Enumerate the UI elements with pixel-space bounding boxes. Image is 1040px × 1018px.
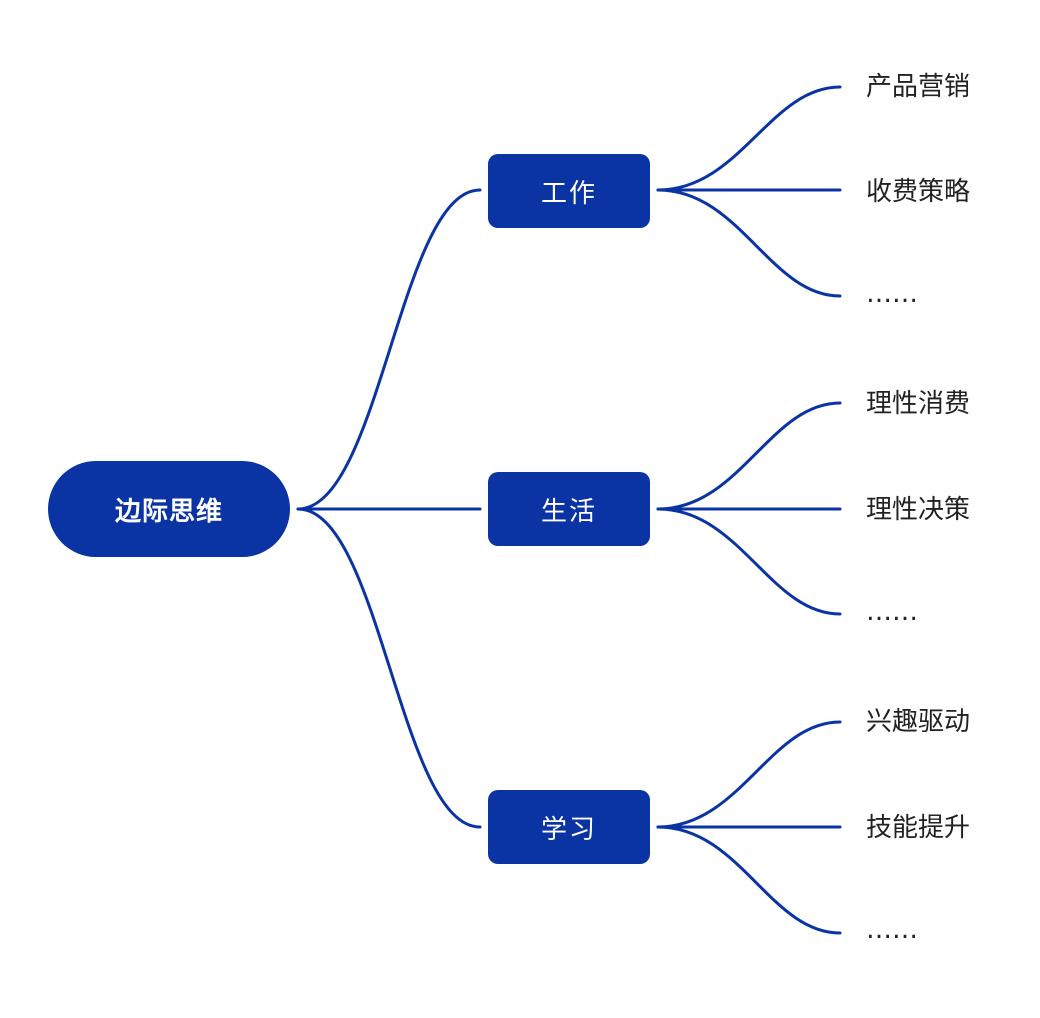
leaf-node[interactable]: …… (866, 279, 918, 309)
leaf-node[interactable]: 理性消费 (866, 389, 971, 419)
leaf-node[interactable]: 收费策略 (866, 177, 971, 207)
link-life-leaf-1 (656, 401, 842, 511)
leaf-node[interactable]: …… (866, 915, 918, 945)
link-work-leaf-1 (656, 85, 842, 192)
link-life-leaf-3 (656, 507, 842, 616)
branch-node-study[interactable]: 学习 (488, 790, 650, 864)
leaf-node[interactable]: 产品营销 (866, 72, 971, 102)
leaf-node[interactable]: 理性决策 (866, 495, 971, 525)
leaf-node[interactable]: …… (866, 597, 918, 627)
link-study-leaf-1 (656, 720, 842, 829)
link-work-leaf-3 (656, 188, 842, 298)
leaf-node[interactable]: 兴趣驱动 (866, 707, 971, 737)
link-study-leaf-3 (656, 825, 842, 935)
branch-node-work[interactable]: 工作 (488, 154, 650, 228)
link-root-study (296, 507, 482, 829)
root-node[interactable]: 边际思维 (48, 461, 290, 557)
leaf-node[interactable]: 技能提升 (866, 813, 971, 843)
branch-node-life[interactable]: 生活 (488, 472, 650, 546)
link-root-work (296, 188, 482, 511)
